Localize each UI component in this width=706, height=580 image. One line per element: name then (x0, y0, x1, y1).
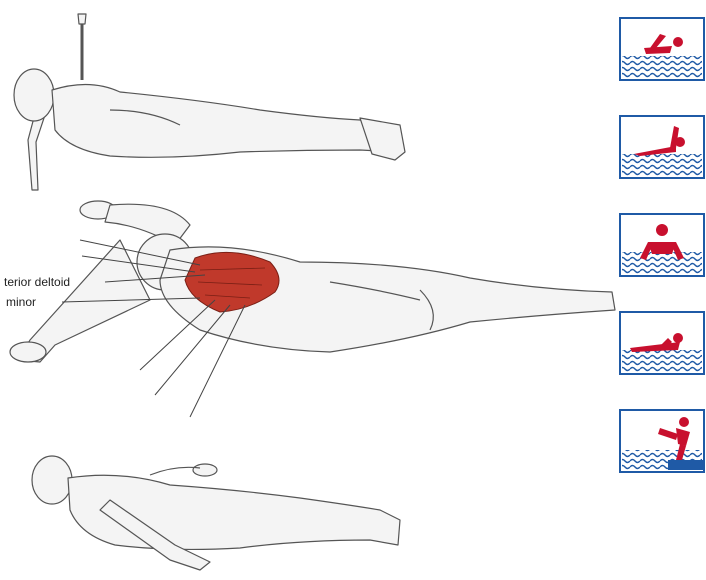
butterfly-swimmer-icon (620, 214, 704, 276)
breaststroke-swimmer-icon (620, 312, 704, 374)
backstroke-swimmer-icon (620, 116, 704, 178)
bottom-figure-illustration (32, 456, 400, 570)
freestyle-swimmer-icon (620, 18, 704, 80)
anterior-deltoid-label: terior deltoid (4, 275, 70, 289)
middle-figure-illustration (10, 201, 615, 362)
pectoralis-minor-label: minor (6, 295, 36, 309)
top-figure-illustration (14, 14, 405, 190)
diving-start-icon (620, 410, 704, 472)
